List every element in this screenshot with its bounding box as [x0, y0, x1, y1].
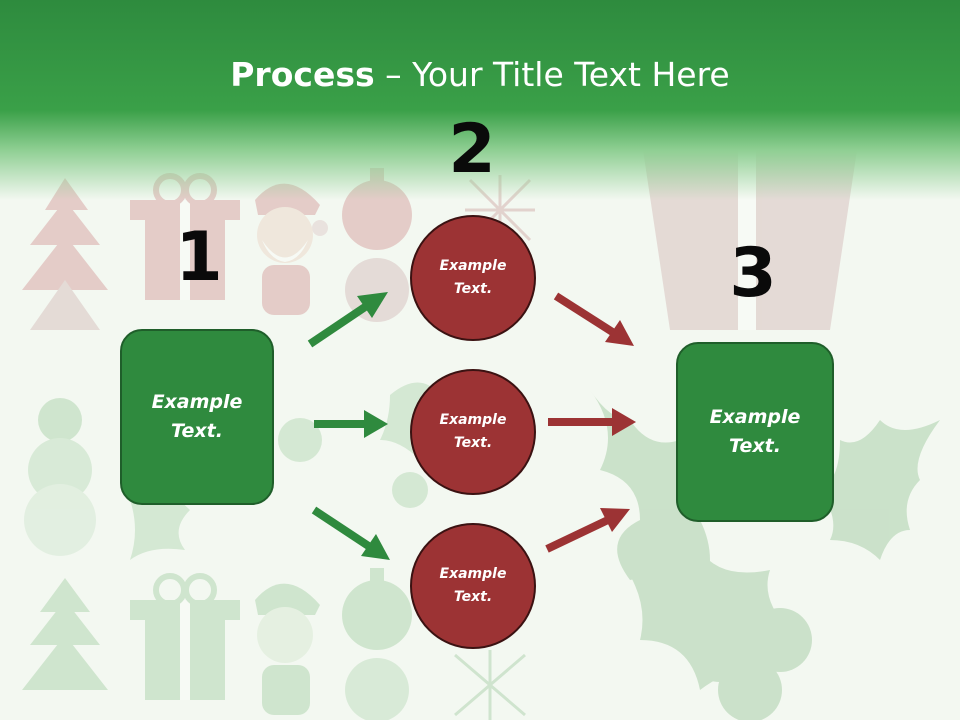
circle-middle-label: Example Text.	[439, 412, 507, 451]
step-number-3: 3	[729, 234, 777, 313]
step-number-2: 2	[448, 110, 496, 189]
circle-middle: Example Text.	[410, 369, 536, 495]
gift-icon	[130, 573, 240, 700]
step-number-1: 1	[175, 218, 223, 297]
step-1-label: Example Text.	[151, 391, 243, 442]
title-bar	[0, 0, 960, 200]
santa-icon	[255, 583, 320, 715]
circle-top: Example Text.	[410, 215, 536, 341]
circle-bottom: Example Text.	[410, 523, 536, 649]
arrow-red-up	[545, 508, 630, 553]
slide-title: Process – Your Title Text Here	[0, 52, 960, 98]
step-1-box: Example Text.	[120, 329, 274, 505]
step-3-label: Example Text.	[709, 406, 801, 457]
circle-top-label: Example Text.	[439, 258, 507, 297]
arrow-red-down	[553, 292, 634, 346]
arrow-green-up	[307, 292, 388, 348]
circle-bottom-label: Example Text.	[439, 566, 507, 605]
arrow-green-middle	[314, 410, 388, 438]
snowman-icon	[24, 398, 96, 556]
holly-icon	[590, 390, 940, 720]
arrow-green-down	[311, 506, 390, 560]
ornament-icon	[342, 568, 412, 720]
title-separator: –	[374, 55, 413, 94]
title-bold: Process	[230, 55, 375, 94]
step-3-box: Example Text.	[676, 342, 834, 522]
arrow-red-middle	[548, 408, 636, 436]
christmas-tree-icon	[22, 578, 108, 690]
title-rest: Your Title Text Here	[412, 55, 730, 94]
snowflake-icon	[454, 650, 526, 720]
